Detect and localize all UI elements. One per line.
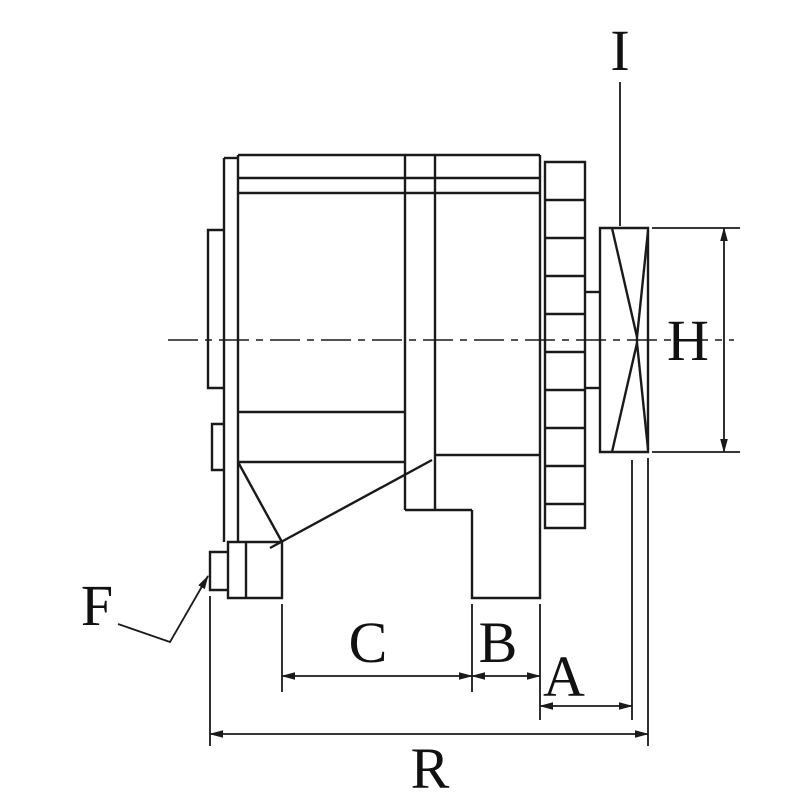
dimension-h: H xyxy=(652,227,740,453)
mounting-foot-right xyxy=(470,510,542,600)
dimension-c: C xyxy=(281,604,473,692)
shaft xyxy=(585,290,600,390)
dimension-label-a: A xyxy=(543,644,585,709)
dimension-label-b: B xyxy=(479,610,518,675)
dimension-label-r: R xyxy=(411,736,450,800)
dimension-label-f: F xyxy=(81,573,113,638)
mounting-bracket xyxy=(206,156,238,542)
dimension-a: A xyxy=(539,460,633,720)
dimension-r: R xyxy=(209,458,649,800)
dimension-f: F xyxy=(81,573,209,644)
pulley xyxy=(598,226,650,454)
dimension-label-i: I xyxy=(610,18,629,83)
cooling-fins xyxy=(543,160,587,530)
dimension-label-h: H xyxy=(667,308,709,373)
dimension-i: I xyxy=(610,18,630,226)
dimension-b: B xyxy=(471,604,541,720)
alternator-housing xyxy=(236,153,542,550)
dimension-label-c: C xyxy=(349,610,388,675)
mounting-foot-left xyxy=(208,540,284,600)
